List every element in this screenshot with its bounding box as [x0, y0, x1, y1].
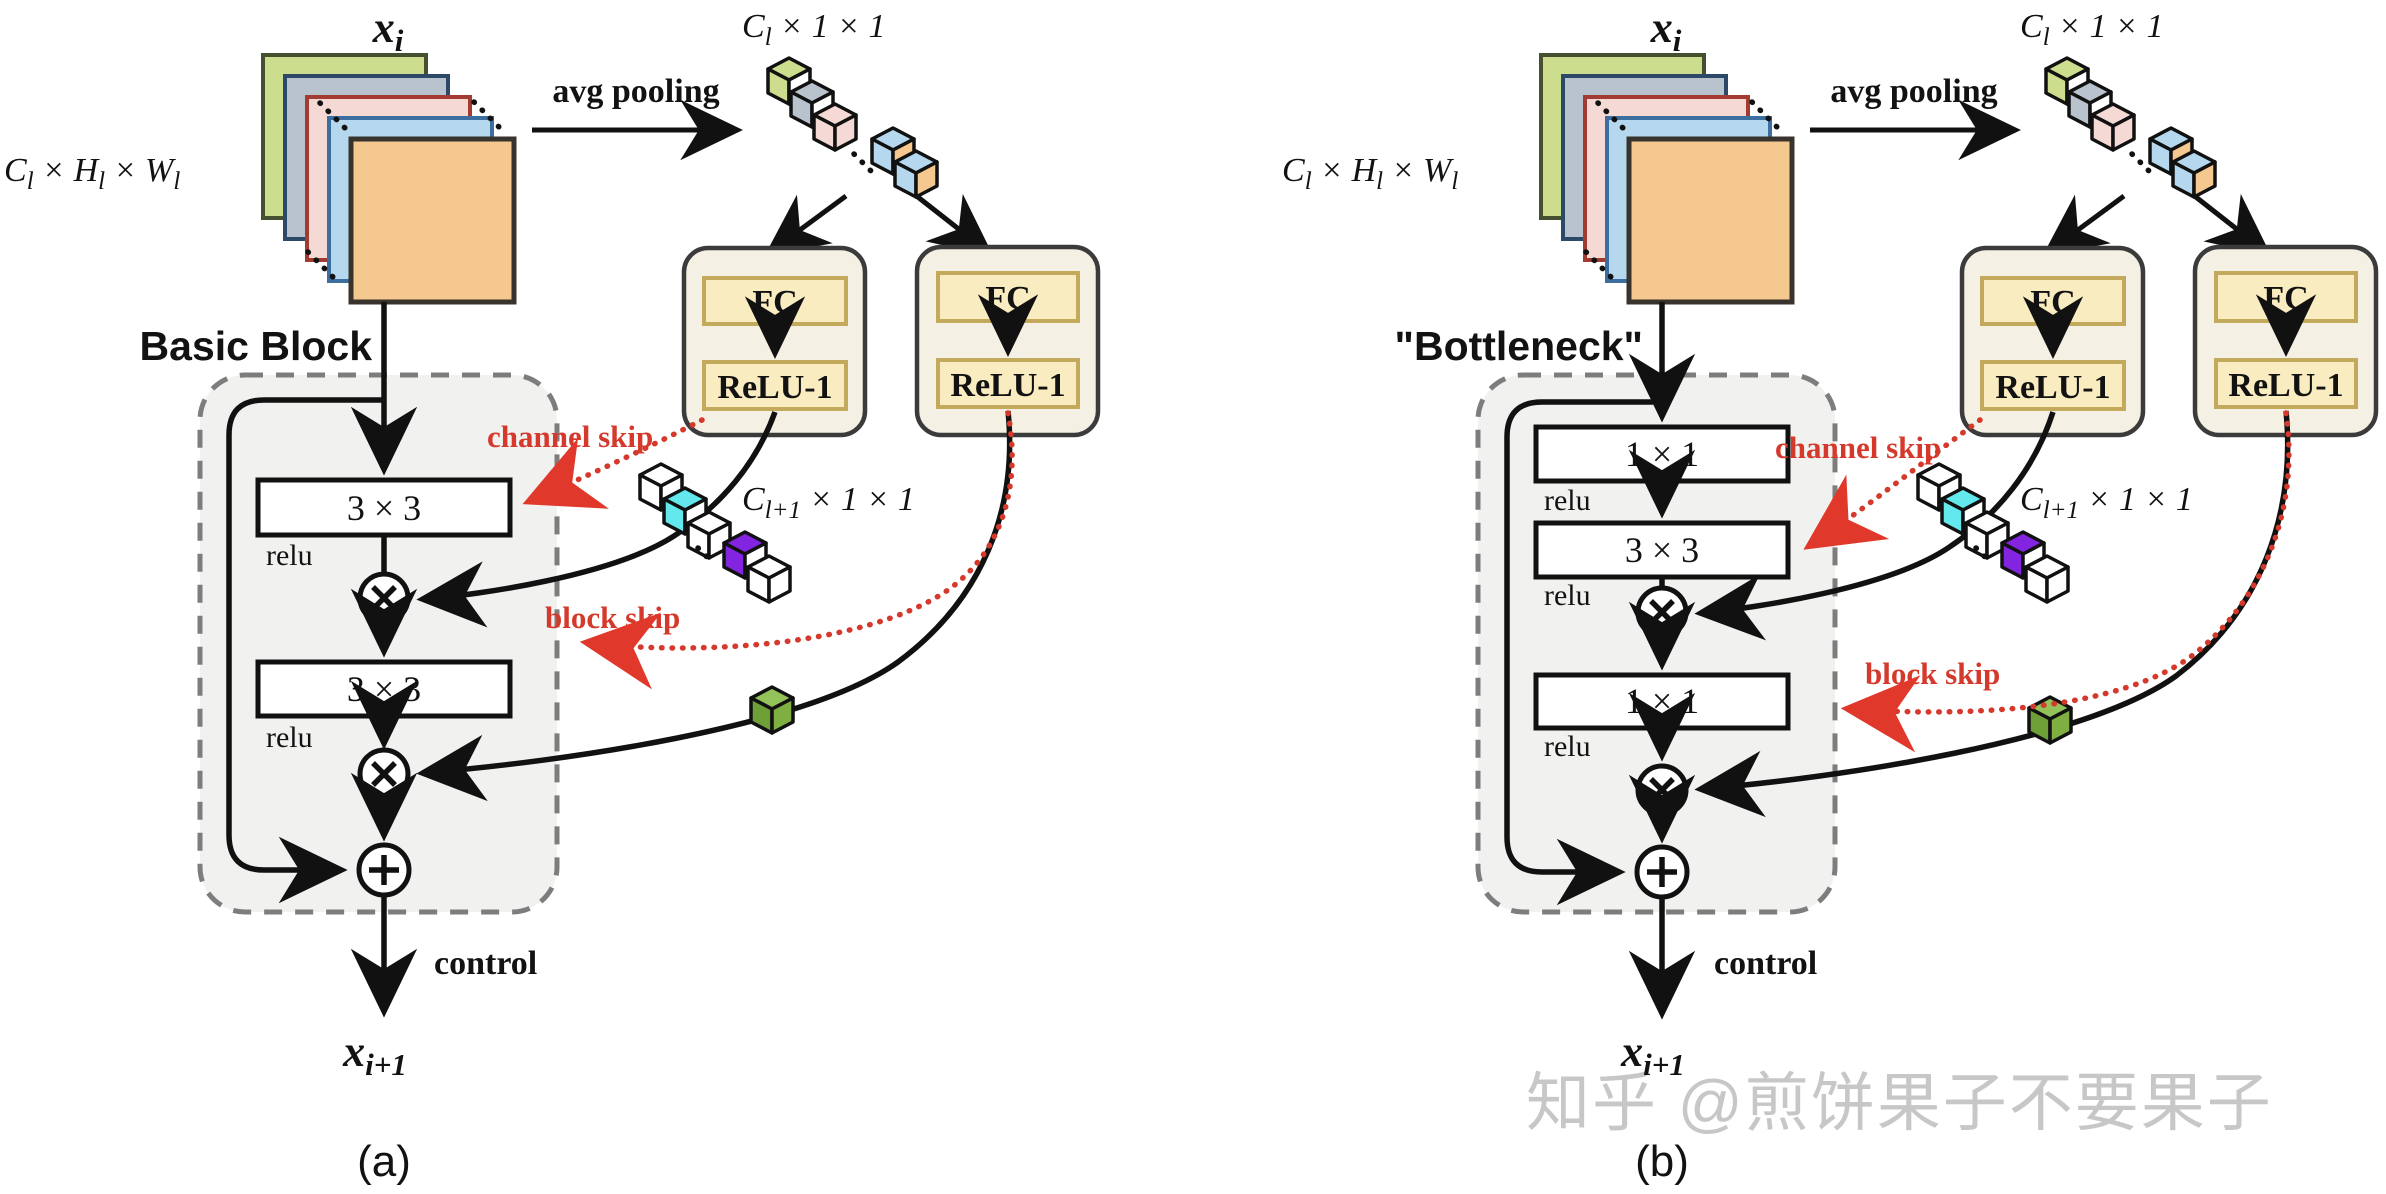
pooled-vector-cubes-icon: [766, 56, 939, 199]
gate2-fc-relu-unit: FC ReLU-1: [2192, 244, 2379, 438]
conv2-label: 3 × 3: [347, 669, 421, 709]
channel-skip-arrow: [522, 417, 705, 509]
gate1-relu1-label: ReLU-1: [717, 369, 832, 406]
gate1-fc-relu-unit: FC ReLU-1: [1959, 245, 2146, 438]
channel-skip-label: channel skip: [1775, 430, 1941, 465]
conv2-relu-label: relu: [266, 721, 313, 754]
control-label: control: [1714, 945, 1817, 982]
gate2-fc-label: FC: [2263, 280, 2308, 317]
control-label: control: [434, 945, 537, 982]
gate1-relu1-label: ReLU-1: [1995, 369, 2110, 406]
avg-pooling-label: avg pooling: [552, 73, 719, 110]
channel-skip-label: channel skip: [487, 419, 653, 454]
identity-bypass-wire: [1504, 399, 1662, 906]
block-gate-scalar-cube-icon: [749, 685, 795, 735]
multiply-node-1: [357, 571, 411, 625]
block-skip-arrow: [1840, 410, 2292, 753]
conv1-relu-label: relu: [1544, 484, 1591, 517]
conv3-relu-label: relu: [1544, 730, 1591, 763]
gate-dims-label: Cl+1 × 1 × 1: [742, 481, 915, 524]
gate2-to-multiply2-wire: [416, 410, 1013, 802]
conv1-box: [255, 477, 513, 538]
input-dims-label: Cl × Hl × Wl: [1282, 152, 1458, 195]
multiply-node-2: [1635, 763, 1689, 817]
gate2-to-multiply2-wire: [1694, 410, 2291, 818]
x-input-label: xi: [1650, 3, 1682, 58]
x-output-label: xi+1: [1620, 1027, 1685, 1082]
gate1-to-multiply1-wire: [416, 411, 778, 628]
watermark-text: 知乎 @煎饼果子不要果子: [1526, 1067, 2273, 1139]
conv1-label: 1 × 1: [1625, 434, 1699, 474]
x-input-label: xi: [372, 3, 404, 58]
input-feature-map-stack-icon: [1539, 53, 1795, 305]
add-node: [1634, 844, 1690, 900]
conv1-relu-label: relu: [266, 539, 313, 572]
gate2-fc-label: FC: [985, 280, 1030, 317]
block-title: "Bottleneck": [1395, 323, 1643, 369]
conv3-label: 1 × 1: [1625, 681, 1699, 721]
gate2-relu1-label: ReLU-1: [950, 367, 1065, 404]
conv1-label: 3 × 3: [347, 488, 421, 528]
block-skip-label: block skip: [1865, 656, 2000, 691]
gate1-fc-relu-unit: FC ReLU-1: [681, 245, 868, 438]
gate1-to-multiply1-wire: [1694, 411, 2056, 641]
add-node: [356, 842, 412, 898]
channel-gate-vector-cubes-icon: [1916, 462, 2070, 604]
pooled-to-gate1-arrow: [2042, 193, 2126, 257]
caption-a: (a): [357, 1137, 411, 1186]
gate2-fc-relu-unit: FC ReLU-1: [914, 244, 1101, 438]
block-title: Basic Block: [140, 323, 373, 369]
conv2-label: 3 × 3: [1625, 530, 1699, 570]
input-feature-map-stack-icon: [261, 53, 517, 305]
block-skip-arrow: [579, 410, 1015, 690]
diagram-b: xi Cl × Hl × Wl avg pooling Cl × 1 × 1 F…: [1282, 3, 2379, 1186]
residual-block-boundary: [197, 372, 560, 915]
conv2-relu-label: relu: [1544, 579, 1591, 612]
gate-dims-label: Cl+1 × 1 × 1: [2020, 481, 2193, 524]
caption-b: (b): [1635, 1137, 1689, 1186]
conv2-box: [1533, 520, 1791, 580]
gate2-relu1-label: ReLU-1: [2228, 367, 2343, 404]
multiply-node-2: [357, 747, 411, 801]
multiply-node-1: [1635, 585, 1689, 639]
pooled-to-gate2-arrow: [2190, 192, 2272, 257]
x-output-label: xi+1: [342, 1027, 407, 1082]
block-skip-label: block skip: [545, 600, 680, 635]
pooled-vector-cubes-icon: [2044, 56, 2217, 199]
channel-gate-vector-cubes-icon: [638, 462, 792, 604]
gate1-fc-label: FC: [752, 284, 797, 321]
gate1-fc-label: FC: [2030, 284, 2075, 321]
pooled-to-gate1-arrow: [764, 193, 848, 257]
diagram-a: xi Cl × Hl × Wl avg pooling Cl × 1 × 1: [4, 3, 1101, 1186]
identity-bypass-wire: [226, 397, 384, 904]
pooled-dims-label: Cl × 1 × 1: [742, 8, 886, 51]
pooled-to-gate2-arrow: [912, 192, 994, 257]
input-dims-label: Cl × Hl × Wl: [4, 152, 180, 195]
pooled-dims-label: Cl × 1 × 1: [2020, 8, 2164, 51]
avg-pooling-label: avg pooling: [1830, 73, 1997, 110]
channel-skip-arrow: [1803, 417, 1983, 550]
